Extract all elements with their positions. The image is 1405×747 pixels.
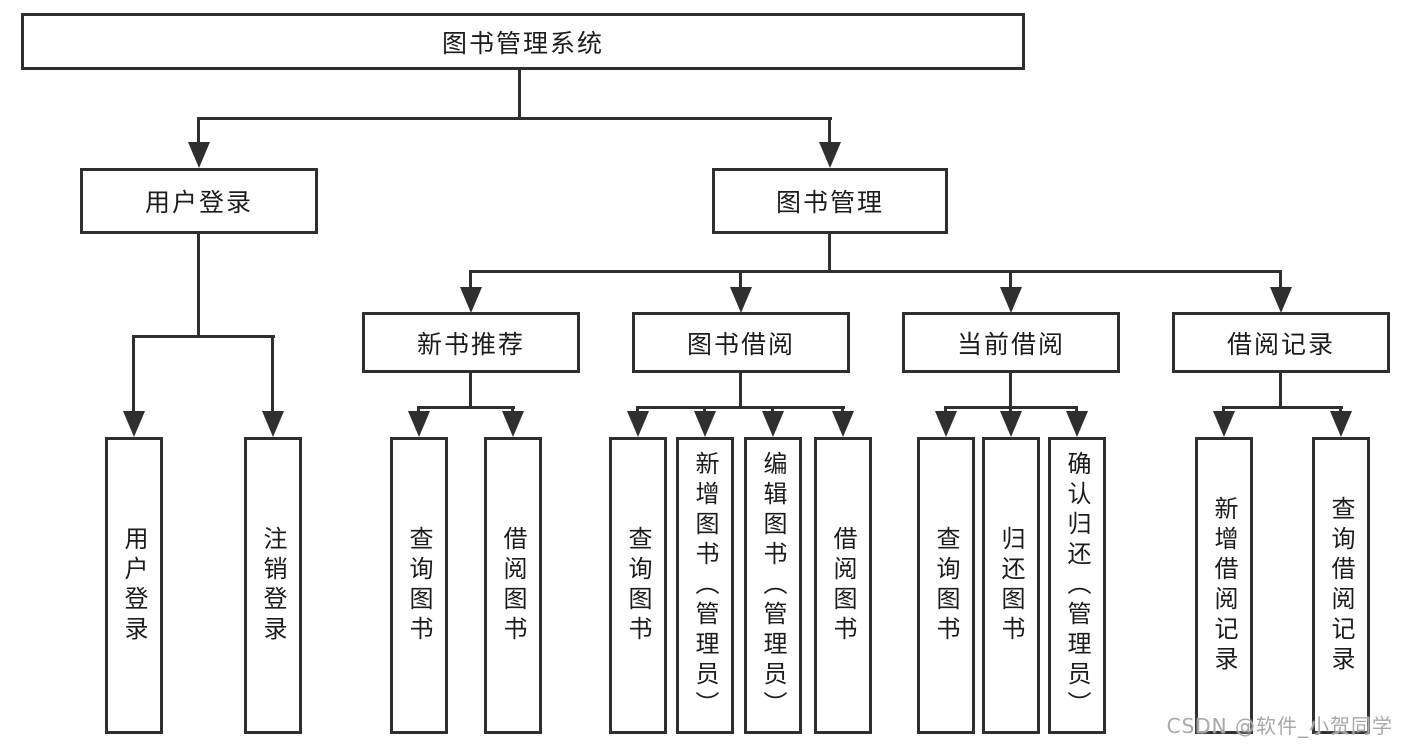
- node-leaf-borrow-books-recommend: 借阅图书: [484, 437, 542, 734]
- connector-stem-l7: [771, 406, 774, 414]
- arrowhead-recommend: [460, 287, 482, 313]
- connector-stem-l8: [841, 406, 844, 414]
- connector-root-stem: [518, 70, 521, 118]
- connector-stem-leaf-login: [132, 335, 135, 413]
- connector-records-rail: [1222, 406, 1343, 409]
- connector-stem-book-management: [828, 117, 831, 144]
- connector-root-rail: [197, 117, 832, 120]
- connector-current-stem: [1009, 373, 1012, 408]
- connector-stem-records: [1279, 270, 1282, 289]
- connector-records-stem: [1279, 373, 1282, 408]
- connector-stem-l6: [703, 406, 706, 414]
- node-leaf-query-books-current: 查询图书: [917, 437, 975, 734]
- connector-stem-l5: [636, 406, 639, 414]
- node-leaf-query-books-borrowing: 查询图书: [609, 437, 667, 734]
- node-borrowing-records: 借阅记录: [1172, 312, 1390, 373]
- connector-stem-l12: [1222, 406, 1225, 414]
- arrowhead-leaf-logout: [262, 411, 284, 437]
- arrowhead-l6: [694, 411, 716, 437]
- node-leaf-edit-book-admin: 编辑图书（管理员）: [744, 437, 802, 734]
- node-leaf-query-borrow-record: 查询借阅记录: [1312, 437, 1370, 734]
- connector-stem-borrowing: [739, 270, 742, 289]
- connector-ul-rail: [132, 335, 275, 338]
- node-user-login: 用户登录: [80, 168, 318, 234]
- arrowhead-l9: [935, 411, 957, 437]
- arrowhead-l3: [408, 411, 430, 437]
- node-book-management: 图书管理: [712, 168, 948, 234]
- connector-bm-stem: [828, 234, 831, 271]
- arrowhead-leaf-login: [123, 411, 145, 437]
- connector-borrowing-rail: [636, 406, 845, 409]
- node-leaf-add-borrow-record: 新增借阅记录: [1195, 437, 1253, 734]
- arrowhead-l11: [1066, 411, 1088, 437]
- connector-stem-l13: [1339, 406, 1342, 414]
- node-new-book-recommendation: 新书推荐: [362, 312, 580, 373]
- node-leaf-logout: 注销登录: [244, 437, 302, 734]
- connector-stem-l10: [1009, 406, 1012, 414]
- connector-stem-l9: [944, 406, 947, 414]
- node-library-management-system: 图书管理系统: [21, 13, 1025, 70]
- connector-stem-l4: [511, 406, 514, 414]
- arrowhead-l12: [1213, 411, 1235, 437]
- node-leaf-borrow-books: 借阅图书: [814, 437, 872, 734]
- connector-recommend-rail: [417, 406, 515, 409]
- arrowhead-l5: [627, 411, 649, 437]
- arrowhead-book-management: [819, 142, 841, 168]
- arrowhead-l7: [762, 411, 784, 437]
- node-leaf-query-books-recommend: 查询图书: [390, 437, 448, 734]
- connector-stem-l11: [1075, 406, 1078, 414]
- arrowhead-l4: [502, 411, 524, 437]
- node-leaf-add-book-admin: 新增图书（管理员）: [676, 437, 734, 734]
- connector-stem-recommend: [469, 270, 472, 289]
- watermark-text: CSDN @软件_小贺同学: [1166, 714, 1393, 738]
- arrowhead-l10: [1000, 411, 1022, 437]
- node-leaf-user-login: 用户登录: [105, 437, 163, 734]
- arrowhead-l8: [832, 411, 854, 437]
- arrowhead-user-login: [188, 142, 210, 168]
- arrowhead-l13: [1330, 411, 1352, 437]
- connector-bm-rail: [469, 270, 1282, 273]
- connector-ul-stem: [197, 234, 200, 337]
- connector-borrowing-stem: [739, 373, 742, 408]
- node-leaf-return-books: 归还图书: [982, 437, 1040, 734]
- connector-recommend-stem: [469, 373, 472, 408]
- node-leaf-confirm-return-admin: 确认归还（管理员）: [1048, 437, 1106, 734]
- connector-stem-leaf-logout: [271, 335, 274, 413]
- arrowhead-records: [1270, 287, 1292, 313]
- node-current-borrowing: 当前借阅: [902, 312, 1120, 373]
- arrowhead-borrowing: [730, 287, 752, 313]
- arrowhead-current: [1000, 287, 1022, 313]
- connector-stem-user-login: [197, 117, 200, 144]
- node-book-borrowing: 图书借阅: [632, 312, 850, 373]
- connector-stem-l3: [417, 406, 420, 414]
- connector-stem-current: [1009, 270, 1012, 289]
